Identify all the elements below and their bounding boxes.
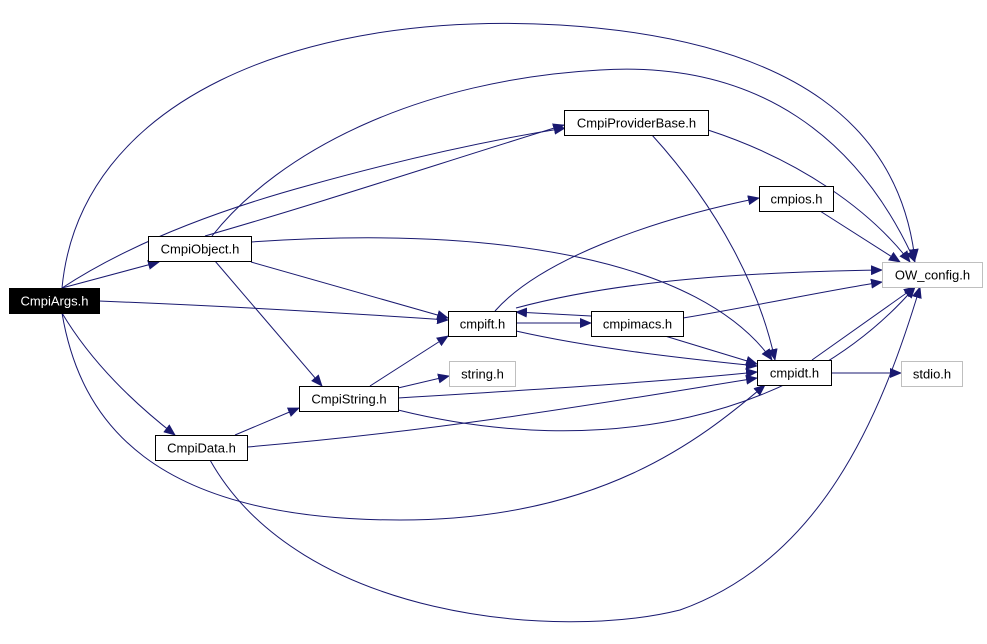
node-label-cmpiargs: CmpiArgs.h bbox=[21, 294, 89, 309]
edge-cmpidata-to-cmpistring bbox=[234, 407, 300, 436]
node-cmpimacs[interactable]: cmpimacs.h bbox=[591, 311, 684, 337]
node-label-cmpistring: CmpiString.h bbox=[311, 392, 386, 407]
node-box-owconfig[interactable] bbox=[882, 262, 983, 288]
edge-cmpiobject-to-cmpiproviderbase bbox=[204, 123, 565, 237]
node-owconfig[interactable]: OW_config.h bbox=[882, 262, 983, 288]
node-label-stringh: string.h bbox=[461, 367, 504, 382]
node-label-cmpiobject: CmpiObject.h bbox=[161, 242, 240, 257]
node-label-cmpimacs: cmpimacs.h bbox=[603, 317, 672, 332]
edge-cmpiproviderbase-to-cmpidt bbox=[651, 134, 778, 361]
node-box-cmpiproviderbase[interactable] bbox=[564, 110, 709, 136]
edge-cmpiargs-to-cmpidt bbox=[61, 312, 766, 521]
node-box-stdio[interactable] bbox=[901, 361, 963, 387]
node-box-cmpidt[interactable] bbox=[757, 360, 832, 386]
node-box-cmpiobject[interactable] bbox=[148, 236, 252, 262]
node-label-cmpiproviderbase: CmpiProviderBase.h bbox=[577, 116, 696, 131]
edge-cmpiargs-to-cmpidata bbox=[61, 312, 176, 436]
edge-cmpiargs-to-cmpiobject bbox=[61, 260, 160, 289]
edge-cmpistring-to-cmpift bbox=[369, 335, 449, 387]
edge-cmpistring-to-owconfig bbox=[397, 286, 916, 432]
edge-cmpimacs-to-cmpift bbox=[515, 307, 592, 318]
node-label-owconfig: OW_config.h bbox=[895, 268, 970, 283]
node-label-cmpift: cmpift.h bbox=[460, 317, 506, 332]
edge-cmpiobject-to-owconfig bbox=[211, 68, 916, 263]
edge-cmpidata-to-cmpidt bbox=[246, 374, 758, 448]
edge-cmpift-to-cmpidt bbox=[515, 330, 758, 370]
edge-cmpidata-to-owconfig bbox=[209, 286, 922, 623]
node-cmpidt[interactable]: cmpidt.h bbox=[757, 360, 832, 386]
edges bbox=[61, 22, 922, 623]
edge-cmpiobject-to-cmpistring bbox=[214, 260, 323, 387]
node-label-stdio: stdio.h bbox=[913, 367, 951, 382]
node-box-cmpiargs[interactable] bbox=[9, 288, 100, 314]
edge-cmpimacs-to-owconfig bbox=[682, 278, 883, 319]
edge-cmpiargs-to-cmpift bbox=[98, 300, 449, 325]
node-cmpiproviderbase[interactable]: CmpiProviderBase.h bbox=[564, 110, 709, 136]
edge-cmpiargs-to-owconfig bbox=[61, 22, 919, 289]
node-cmpiobject[interactable]: CmpiObject.h bbox=[148, 236, 252, 262]
node-cmpios[interactable]: cmpios.h bbox=[759, 186, 834, 212]
edge-cmpiobject-to-cmpift bbox=[250, 261, 449, 320]
node-cmpidata[interactable]: CmpiData.h bbox=[155, 435, 248, 461]
edge-cmpiobject-to-cmpidt bbox=[250, 237, 773, 361]
edge-cmpistring-to-stringh bbox=[397, 373, 450, 389]
edge-cmpios-to-owconfig bbox=[819, 210, 901, 263]
node-stdio[interactable]: stdio.h bbox=[901, 361, 963, 387]
node-box-stringh[interactable] bbox=[449, 361, 516, 387]
edge-cmpimacs-to-cmpidt bbox=[664, 335, 758, 366]
node-label-cmpios: cmpios.h bbox=[770, 192, 822, 207]
node-cmpift[interactable]: cmpift.h bbox=[448, 311, 517, 337]
edge-cmpiargs-to-cmpiproviderbase bbox=[61, 124, 566, 289]
node-stringh[interactable]: string.h bbox=[449, 361, 516, 387]
edge-cmpistring-to-cmpidt bbox=[397, 368, 758, 399]
node-box-cmpios[interactable] bbox=[759, 186, 834, 212]
node-box-cmpidata[interactable] bbox=[155, 435, 248, 461]
node-cmpiargs[interactable]: CmpiArgs.h bbox=[9, 288, 100, 314]
edge-cmpift-to-owconfig bbox=[515, 265, 883, 309]
node-box-cmpistring[interactable] bbox=[299, 386, 399, 412]
node-box-cmpift[interactable] bbox=[448, 311, 517, 337]
node-label-cmpidata: CmpiData.h bbox=[167, 441, 236, 456]
nodes: CmpiArgs.h CmpiObject.h CmpiProviderBase.h… bbox=[9, 110, 983, 461]
node-box-cmpimacs[interactable] bbox=[591, 311, 684, 337]
node-label-cmpidt: cmpidt.h bbox=[770, 366, 819, 381]
node-cmpistring[interactable]: CmpiString.h bbox=[299, 386, 399, 412]
edge-cmpidt-to-owconfig bbox=[811, 286, 916, 361]
edge-cmpift-to-cmpios bbox=[494, 195, 760, 312]
